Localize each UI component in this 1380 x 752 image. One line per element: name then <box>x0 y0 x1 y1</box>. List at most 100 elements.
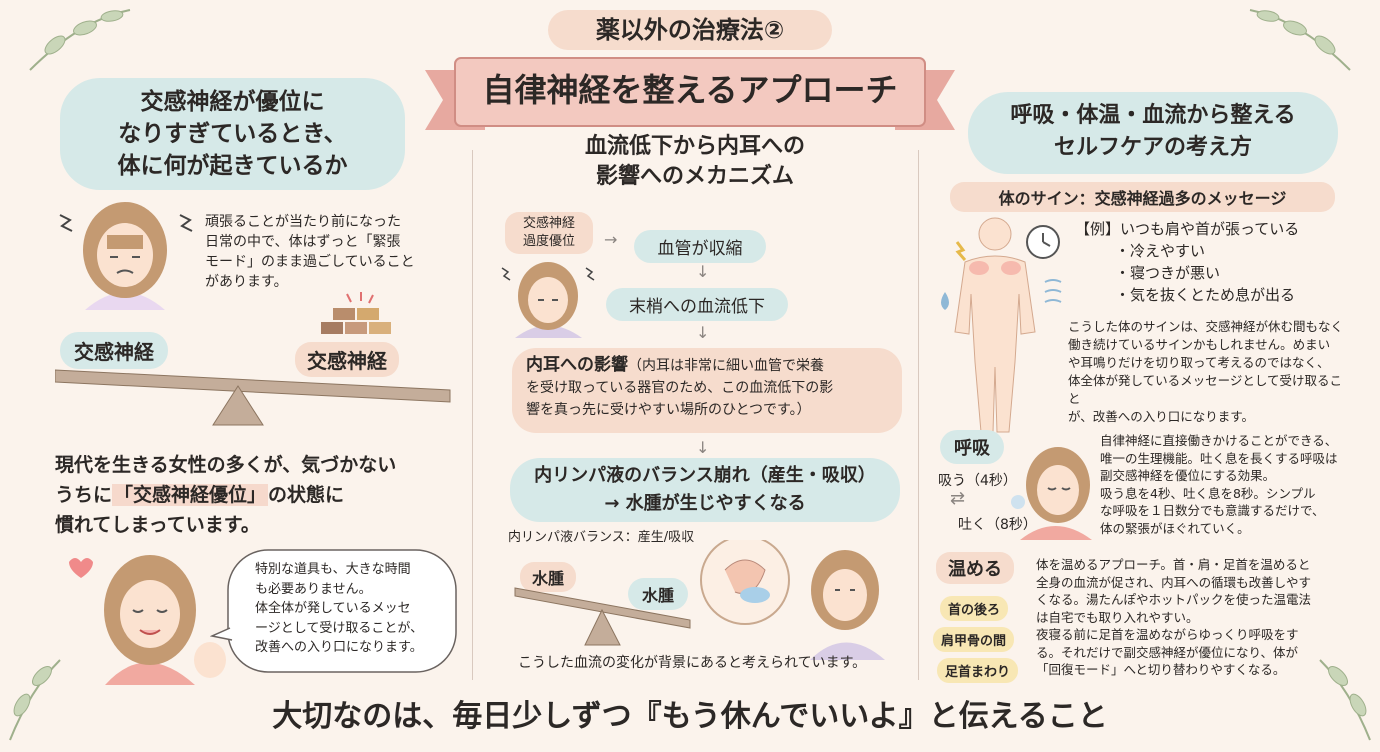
breath-desc-line: な呼吸を１日数分でも意識するだけで、 <box>1100 503 1325 518</box>
breath-desc-line: 吸う息を4秒、吐く息を8秒。シンプル <box>1100 485 1316 501</box>
example-item: ・気を抜くとため息が出る <box>1115 286 1296 304</box>
breath-description: 自律神経に直接働きかけることができる、 唯一の生理機能。吐く息を長くする呼吸は … <box>1100 432 1350 537</box>
left-heading-bubble: 交感神経が優位に なりすぎているとき、 体に何が起きているか <box>60 78 405 190</box>
modern-line-highlight: 「交感神経優位」 <box>112 484 269 506</box>
signs-desc-line: 体全体が発しているメッセージとして受け取ること <box>1068 373 1343 406</box>
seesaw-left-label: 交感神経 <box>60 332 168 369</box>
lymph-line: 内リンパ液のバランス崩れ（産生・吸収） <box>534 465 876 486</box>
modern-line: 慣れてしまっています。 <box>55 514 260 536</box>
middle-heading: 血流低下から内耳への 影響へのメカニズム <box>500 132 890 192</box>
breath-desc-line: 副交感神経を優位にする効果。 <box>1100 468 1276 483</box>
warm-desc-line: は自宅でも取り入れやすい。 <box>1036 609 1199 625</box>
balance-caption: 内リンパ液バランス：産生/吸収 <box>508 530 695 545</box>
page-title: 自律神経を整えるアプローチ <box>482 71 898 109</box>
inhale-label: 吸う（4秒） <box>938 473 1017 489</box>
relaxed-woman-illustration <box>69 555 226 685</box>
left-heading-line: なりすぎているとき、 <box>118 121 347 147</box>
body-silhouette-illustration <box>941 217 1062 433</box>
middle-heading-line: 影響へのメカニズム <box>595 164 794 189</box>
speech-line: 特別な道具も、大きな時間 <box>255 562 411 577</box>
modern-line-post: の状態に <box>268 484 345 506</box>
signs-desc-line: こうした体のサインは、交感神経が休む間もなく <box>1068 319 1344 334</box>
speech-line: 改善への入り口になります。 <box>255 640 423 655</box>
step-blood-flow: 末梢への血流低下 <box>606 288 788 321</box>
warm-point-shoulder: 肩甲骨の間 <box>933 627 1015 652</box>
warm-description: 体を温めるアプローチ。首・肩・足首を温めると 全身の血流が促され、内耳への循環も… <box>1036 556 1354 679</box>
arrow-down-icon: ↓ <box>696 323 710 342</box>
speech-bubble-shape <box>210 549 457 673</box>
intro-line: 頑張ることが当たり前になった <box>205 214 401 230</box>
signs-description: こうした体のサインは、交感神経が休む間もなく 働き続けているサインかもしれません… <box>1068 318 1353 426</box>
right-heading-line: セルフケアの考え方 <box>1053 135 1252 160</box>
warm-desc-line: 「回復モード」へと切り替わりやすくなる。 <box>1036 662 1286 677</box>
nerve-seesaw-illustration <box>55 292 451 426</box>
edema-right-label: 水腫 <box>628 578 689 610</box>
inner-ear-title: 内耳への影響 <box>526 355 628 375</box>
speech-bubble-text: 特別な道具も、大きな時間 も必要ありません。 体全体が発しているメッセ ージとし… <box>255 560 445 658</box>
breath-label: 呼吸 <box>940 430 1004 464</box>
breathing-woman-illustration <box>1011 447 1092 540</box>
speech-line: 体全体が発しているメッセ <box>255 601 411 616</box>
speech-line: ージとして受け取ることが、 <box>255 620 424 636</box>
example-item: いつも肩や首が張っている <box>1120 220 1300 238</box>
signs-desc-line: 働き続けているサインかもしれません。めまい <box>1068 337 1331 352</box>
warm-point-neck: 首の後ろ <box>940 596 1009 621</box>
signs-desc-line: や耳鳴りだけを切り取って考えるのではなく、 <box>1068 355 1330 370</box>
inner-ear-line: 響を真っ先に受けやすい場所のひとつです。） <box>526 402 811 418</box>
example-item: ・冷えやすい <box>1115 242 1206 260</box>
column-divider-right <box>918 150 919 680</box>
inner-ear-line: （内耳は非常に細い血管で栄養 <box>628 358 824 374</box>
title-ribbon <box>425 57 955 130</box>
speech-line: も必要ありません。 <box>255 581 372 597</box>
inner-ear-box: 内耳への影響（内耳は非常に細い血管で栄養 を受け取っている器官のため、この血流低… <box>512 348 902 433</box>
intro-line: 日常の中で、体はずっと「緊張 <box>205 234 401 250</box>
arrow-down-icon: ↓ <box>696 262 710 281</box>
sign-examples: 【例】いつも肩や首が張っている ・冷えやすい ・寝つきが悪い ・気を抜くとため息… <box>1075 218 1299 306</box>
left-heading-line: 体に何が起きているか <box>117 153 348 179</box>
breath-desc-line: 体の緊張がほぐれていく。 <box>1100 520 1250 536</box>
signs-desc-line: が、改善への入り口になります。 <box>1068 409 1255 424</box>
modern-women-text: 現代を生きる女性の多くが、気づかない うちに「交感神経優位」の状態に 慣れてしま… <box>55 450 465 540</box>
breath-desc-line: 唯一の生理機能。吐く息を長くする呼吸は <box>1100 450 1338 466</box>
edema-balance-illustration <box>514 540 885 660</box>
modern-line-pre: うちに <box>55 484 113 506</box>
left-heading-line: 交感神経が優位に <box>140 89 325 115</box>
body-signs-title: 体のサイン：交感神経過多のメッセージ <box>950 182 1335 212</box>
edema-left-label: 水腫 <box>520 562 577 592</box>
left-intro-text: 頑張ることが当たり前になった 日常の中で、体はずっと「緊張 モード」のまま過ごし… <box>205 212 455 292</box>
inner-ear-line: を受け取っている器官のため、この血流低下の影 <box>526 380 834 396</box>
lymph-line: → 水腫が生じやすくなる <box>604 493 806 514</box>
middle-footer-text: こうした血流の変化が背景にあると考えられています。 <box>518 655 867 671</box>
warm-desc-line: くなる。湯たんぽやホットパックを使った温電法 <box>1036 592 1312 607</box>
warm-desc-line: 体を温めるアプローチ。首・肩・足首を温めると <box>1036 557 1311 572</box>
seesaw-right-label: 交感神経 <box>295 342 399 377</box>
middle-heading-line: 血流低下から内耳への <box>584 134 805 159</box>
breath-desc-line: 自律神経に直接働きかけることができる、 <box>1100 433 1338 448</box>
warm-desc-line: 夜寝る前に足首を温めながらゆっくり呼吸をす <box>1036 627 1299 642</box>
column-divider-left <box>472 150 473 680</box>
breath-arrows-icon: ⇄ <box>950 488 966 509</box>
arrow-right-icon: → <box>604 230 618 249</box>
right-heading-line: 呼吸・体温・血流から整える <box>1010 103 1296 128</box>
warm-label: 温める <box>936 552 1014 584</box>
example-prefix: 【例】 <box>1075 220 1121 238</box>
dizzy-woman-illustration <box>501 262 595 338</box>
arrow-down-icon: ↓ <box>696 438 710 457</box>
header-subtitle: 薬以外の治療法② <box>548 10 832 50</box>
warm-point-ankle: 足首まわり <box>937 658 1019 683</box>
start-label-line: 過度優位 <box>522 234 575 249</box>
exhale-label: 吐く（8秒） <box>958 517 1037 533</box>
bottom-message: 大切なのは、毎日少しずつ『もう休んでいいよ』と伝えること <box>272 699 1108 734</box>
start-label: 交感神経 過度優位 <box>505 212 593 254</box>
start-label-line: 交感神経 <box>522 216 575 231</box>
modern-line: うちに「交感神経優位」の状態に <box>55 480 465 510</box>
warm-desc-line: 全身の血流が促され、内耳への循環も改善しやす <box>1036 574 1312 590</box>
example-item: ・寝つきが悪い <box>1115 264 1221 282</box>
stressed-woman-illustration <box>59 202 193 310</box>
right-heading-bubble: 呼吸・体温・血流から整える セルフケアの考え方 <box>968 92 1338 174</box>
step-vasoconstriction: 血管が収縮 <box>634 230 766 263</box>
intro-line: があります。 <box>205 274 288 290</box>
lymph-box: 内リンパ液のバランス崩れ（産生・吸収） → 水腫が生じやすくなる <box>510 458 900 522</box>
warm-desc-line: る。それだけで副交感神経が優位になり、体が <box>1036 644 1299 660</box>
